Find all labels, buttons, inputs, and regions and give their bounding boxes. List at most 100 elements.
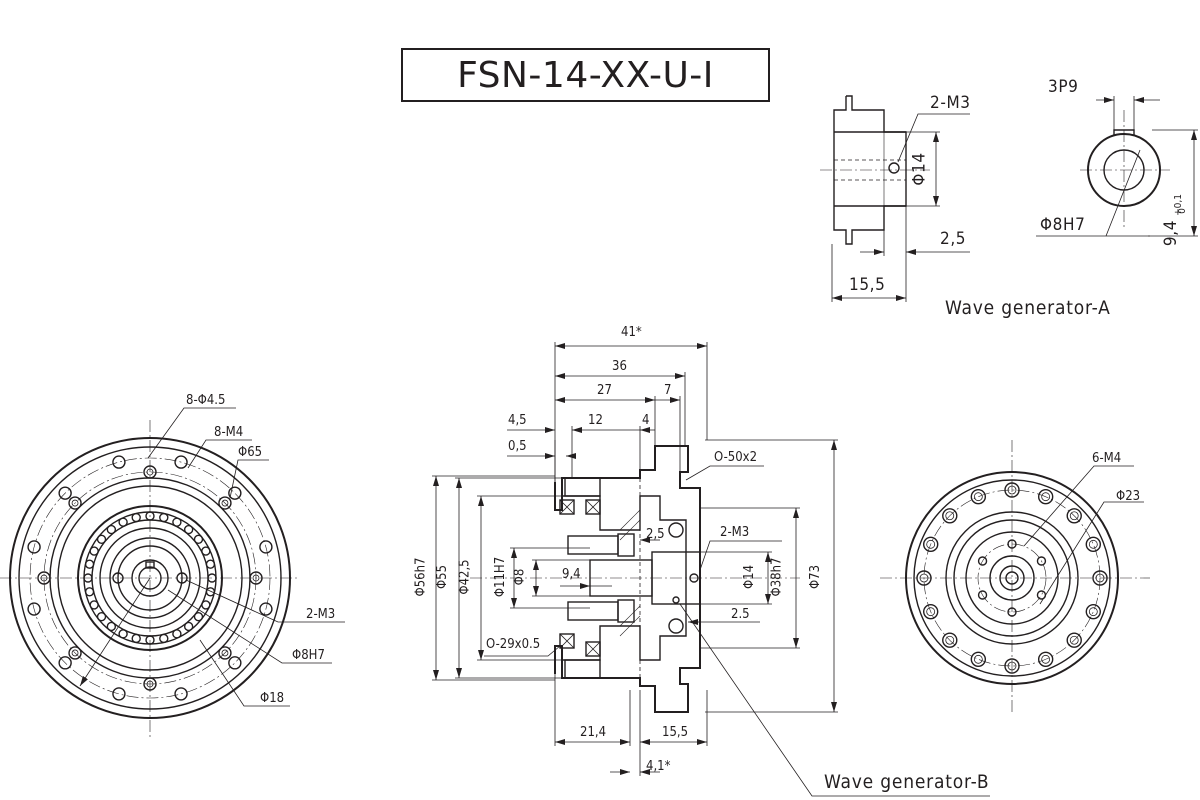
dim-overall: 41* bbox=[621, 325, 642, 340]
flange-hole bbox=[27, 602, 41, 616]
bearing-ball bbox=[106, 524, 117, 535]
right-end-view bbox=[880, 440, 1150, 712]
dia-8: Φ8 bbox=[512, 568, 528, 586]
dia-55: Φ55 bbox=[435, 564, 451, 590]
label-wga-key-height: 9,4 bbox=[1161, 219, 1182, 247]
hub-tapped-hole bbox=[1036, 556, 1047, 566]
wave-generator-a-end-view bbox=[1036, 96, 1198, 237]
tapped-hole-core bbox=[221, 499, 229, 507]
socket-head-bolt-core bbox=[926, 539, 936, 549]
flange-hole bbox=[58, 486, 72, 500]
dim-9-4: 9,4 bbox=[562, 567, 581, 582]
socket-head-bolt-core bbox=[1041, 492, 1051, 502]
bearing-ball bbox=[201, 600, 211, 610]
bearing-ball bbox=[172, 517, 182, 527]
socket-head-bolt-core bbox=[1007, 485, 1017, 495]
label-pcd-left: Φ65 bbox=[238, 445, 263, 460]
socket-head-bolt-core bbox=[1095, 573, 1105, 583]
tapped-hole bbox=[218, 646, 232, 660]
label-wga-keyway: 3P9 bbox=[1048, 77, 1079, 97]
hub-tapped-hole bbox=[977, 590, 988, 600]
socket-head-bolt-core bbox=[945, 635, 955, 645]
flange-hole bbox=[112, 455, 126, 469]
socket-head-bolt-core bbox=[1041, 654, 1051, 664]
flange-hole bbox=[27, 540, 41, 554]
bearing-ball bbox=[183, 621, 194, 632]
socket-head-bolt-core bbox=[973, 654, 983, 664]
tapped-hole bbox=[37, 571, 51, 585]
tapped-hole-core bbox=[40, 574, 48, 582]
bearing-ball bbox=[172, 629, 182, 639]
label-holes-outer: 8-Φ4.5 bbox=[186, 393, 226, 408]
section-view bbox=[432, 342, 990, 797]
socket-head-bolt bbox=[1066, 508, 1082, 524]
label-wga-tapped: 2-M3 bbox=[930, 93, 971, 113]
label-hub-left: Φ18 bbox=[260, 691, 285, 706]
wave-generator-a-side-view bbox=[820, 95, 970, 302]
tapped-hole bbox=[143, 465, 157, 479]
tapped-hole bbox=[68, 496, 82, 510]
socket-head-bolt-core bbox=[919, 573, 929, 583]
label-wga-dia: Φ14 bbox=[909, 152, 930, 186]
tapped-hole-core bbox=[71, 499, 79, 507]
bearing-ball bbox=[193, 611, 204, 622]
bearing-ball bbox=[118, 629, 128, 639]
socket-head-bolt-core bbox=[1088, 539, 1098, 549]
flange-hole bbox=[259, 540, 273, 554]
socket-head-bolt bbox=[1092, 570, 1108, 586]
label-wga-length: 15,5 bbox=[849, 275, 886, 295]
socket-head-bolt bbox=[1004, 658, 1020, 674]
label-tapped-left: 2-M3 bbox=[306, 607, 336, 622]
bearing-ball bbox=[89, 600, 99, 610]
dim-0-5: 0,5 bbox=[508, 439, 527, 454]
dim-4-5: 4,5 bbox=[508, 413, 527, 428]
socket-head-bolt bbox=[942, 632, 958, 648]
flange-hole bbox=[58, 656, 72, 670]
socket-head-bolt bbox=[1085, 536, 1102, 553]
socket-head-bolt bbox=[942, 508, 958, 524]
label-tapped-section: 2-M3 bbox=[720, 525, 750, 540]
socket-head-bolt bbox=[916, 570, 932, 586]
tapped-hole-core bbox=[146, 680, 154, 688]
label-wga-bore: Φ8H7 bbox=[1040, 215, 1086, 235]
flange-hole bbox=[228, 656, 242, 670]
hub-tapped-hole bbox=[1007, 539, 1017, 549]
bearing-ball bbox=[131, 633, 141, 644]
dia-11h7: Φ11H7 bbox=[493, 556, 509, 598]
title-box: FSN-14-XX-U-I bbox=[401, 48, 770, 102]
flange-hole bbox=[174, 455, 188, 469]
bearing-ball bbox=[145, 511, 155, 521]
left-front-view bbox=[0, 407, 345, 740]
bolt-holes-flange bbox=[916, 482, 1108, 674]
socket-head-bolt bbox=[1066, 632, 1082, 648]
socket-head-bolt-core bbox=[1007, 661, 1017, 671]
dia-14: Φ14 bbox=[742, 564, 758, 590]
dim-4: 4 bbox=[642, 413, 650, 428]
bearing-ball bbox=[205, 587, 216, 597]
tapped-hole bbox=[68, 646, 82, 660]
tapped-hole-core bbox=[252, 574, 260, 582]
socket-head-bolt-core bbox=[945, 511, 955, 521]
bearing-ball bbox=[201, 546, 211, 556]
bearing-ball bbox=[84, 587, 95, 597]
label-bore-left: Φ8H7 bbox=[292, 648, 325, 663]
dia-56h7: Φ56h7 bbox=[413, 557, 429, 597]
dim-4-1: 4,1* bbox=[646, 759, 671, 774]
tapped-hole bbox=[218, 496, 232, 510]
socket-head-bolt bbox=[1037, 488, 1054, 505]
dim-21-4: 21,4 bbox=[580, 725, 607, 740]
bearing-ball bbox=[193, 534, 204, 545]
dim-7: 7 bbox=[664, 383, 672, 398]
tapped-hole-core bbox=[221, 649, 229, 657]
socket-head-bolt bbox=[1085, 603, 1102, 620]
bearing-ball bbox=[84, 559, 95, 569]
bearing-ball bbox=[159, 633, 169, 644]
socket-head-bolt-core bbox=[973, 492, 983, 502]
socket-head-bolt-core bbox=[926, 607, 936, 617]
label-oring-top: O-50x2 bbox=[714, 450, 758, 465]
label-holes-inner: 8-M4 bbox=[214, 425, 244, 440]
hub-tapped-hole bbox=[977, 556, 988, 566]
caption-wave-generator-a: Wave generator-A bbox=[945, 297, 1111, 319]
flange-hole bbox=[112, 687, 126, 701]
flange-hole bbox=[228, 486, 242, 500]
